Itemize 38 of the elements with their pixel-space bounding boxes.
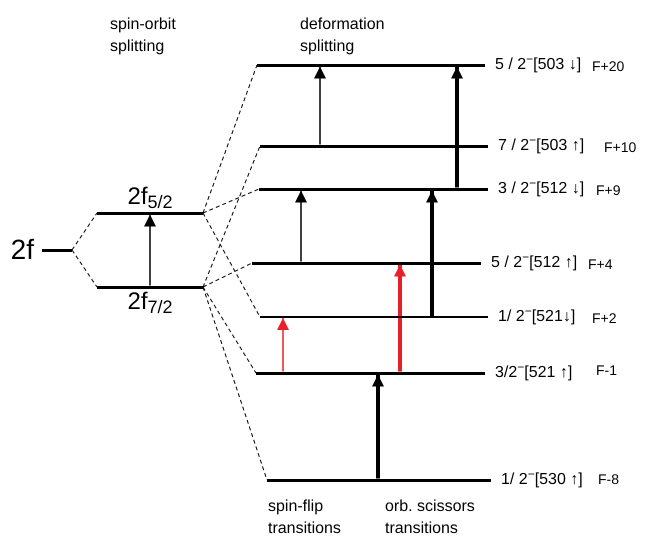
correlation-line xyxy=(202,64,258,214)
correlation-line xyxy=(202,286,256,374)
correlation-line xyxy=(202,286,268,480)
correlation-line xyxy=(202,146,260,288)
annotation-text: F-8 xyxy=(598,470,620,489)
transition-arrow xyxy=(314,66,326,144)
correlation-line xyxy=(72,212,98,250)
level-label: 5 / 2$^{−}$[512 ↑] xyxy=(491,255,578,271)
annotation-text: F+4 xyxy=(588,255,614,274)
level-label: 3 / 2$^{−}$[512 ↓] xyxy=(498,181,584,197)
level-label: 1/ 2$^{−}$[530 ↑] xyxy=(501,472,583,488)
annotation-text: F-1 xyxy=(596,361,618,380)
correlation-line xyxy=(202,188,260,214)
transition-arrow xyxy=(144,214,156,286)
correlation-line xyxy=(202,212,260,318)
transition-arrow xyxy=(451,66,463,188)
transition-arrow xyxy=(295,190,307,262)
annotation-text: deformation splitting xyxy=(300,15,386,57)
annotation-text: spin-flip transitions xyxy=(268,497,342,539)
annotation-text: F+20 xyxy=(592,57,626,76)
annotation-text: F+2 xyxy=(592,309,618,328)
level-label: 2f xyxy=(10,236,34,264)
annotation-text: spin-orbit splitting xyxy=(110,15,177,57)
level-label: 2f$_{5/2}$ xyxy=(127,184,173,208)
correlation-line xyxy=(202,262,252,288)
annotation-text: orb. scissors transitions xyxy=(385,497,476,539)
annotation-text: F+10 xyxy=(604,138,638,157)
level-label: 5 / 2$^{−}$[503 ↓] xyxy=(495,57,582,73)
level-label: 1/ 2$^{−}$[521↓] xyxy=(498,309,576,325)
level-label: 2f$_{7/2}$ xyxy=(127,290,173,314)
transition-arrow xyxy=(277,318,289,372)
transition-arrow xyxy=(426,190,438,316)
transition-arrow xyxy=(394,264,406,372)
annotation-text: F+9 xyxy=(596,181,622,200)
level-label: 7 / 2$^{−}$[503 ↑] xyxy=(498,138,584,154)
correlation-line xyxy=(72,250,98,288)
transition-arrow xyxy=(372,374,384,478)
level-label: 3/2$^{−}$[521 ↑] xyxy=(495,365,572,381)
